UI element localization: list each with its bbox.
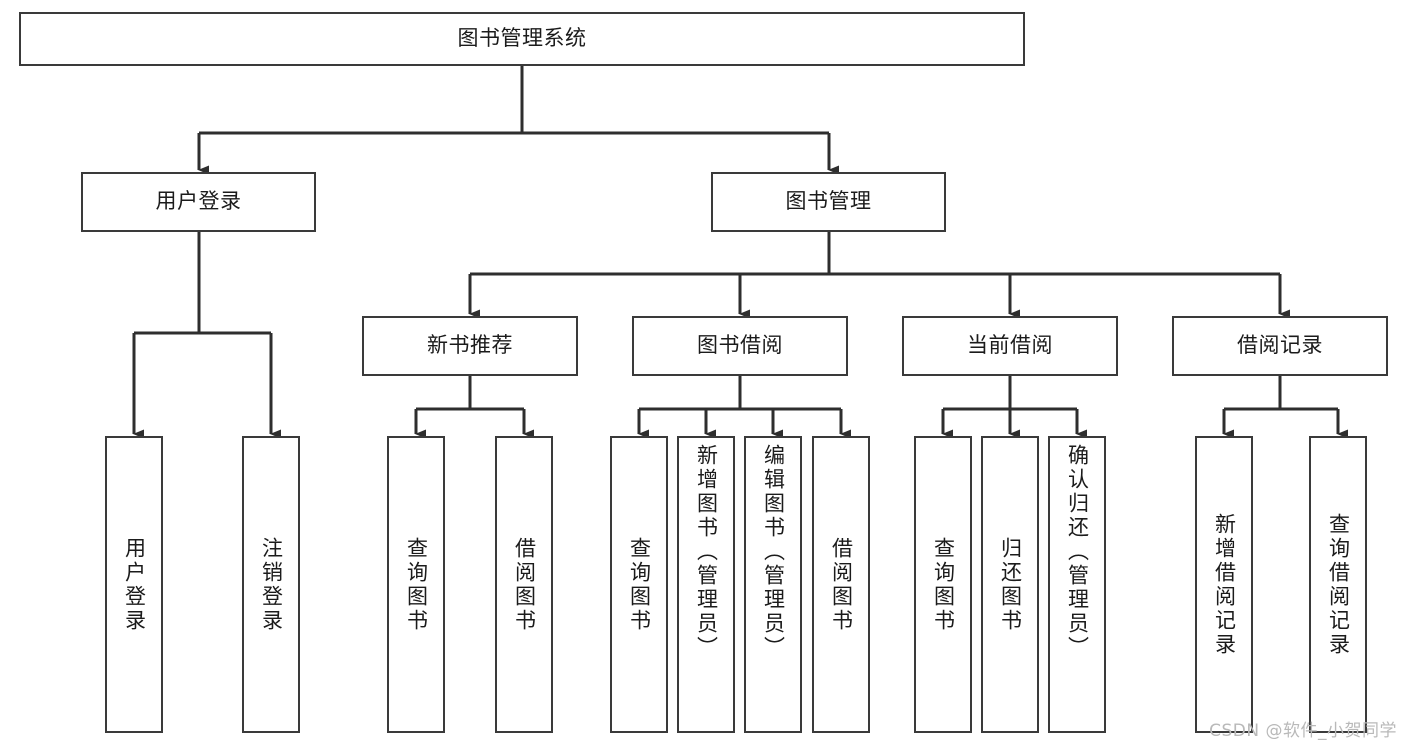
node-book-management[interactable]: 图书管理	[711, 172, 946, 232]
leaf-current-query-book[interactable]: 查询图书	[914, 436, 972, 733]
leaf-recommend-borrow-book[interactable]: 借阅图书	[495, 436, 553, 733]
node-borrow-record[interactable]: 借阅记录	[1172, 316, 1388, 376]
leaf-current-return-book-label: 归还图书	[998, 536, 1023, 633]
node-user-login[interactable]: 用户登录	[81, 172, 316, 232]
leaf-logout[interactable]: 注销登录	[242, 436, 300, 733]
node-new-book-recommend-label: 新书推荐	[427, 333, 513, 358]
leaf-borrow-query-book[interactable]: 查询图书	[610, 436, 668, 733]
node-book-borrow-label: 图书借阅	[697, 333, 783, 358]
leaf-borrow-borrow-book[interactable]: 借阅图书	[812, 436, 870, 733]
leaf-current-confirm-return-label: 确认归还（管理员）	[1065, 444, 1090, 660]
watermark: CSDN @软件_小贺同学	[1209, 721, 1397, 741]
leaf-borrow-query-book-label: 查询图书	[627, 536, 652, 633]
leaf-borrow-edit-book[interactable]: 编辑图书（管理员）	[744, 436, 802, 733]
leaf-user-login-label: 用户登录	[122, 536, 147, 633]
leaf-record-add[interactable]: 新增借阅记录	[1195, 436, 1253, 733]
leaf-record-query-label: 查询借阅记录	[1326, 512, 1351, 657]
leaf-recommend-borrow-book-label: 借阅图书	[512, 536, 537, 633]
leaf-record-add-label: 新增借阅记录	[1212, 512, 1237, 657]
node-book-borrow[interactable]: 图书借阅	[632, 316, 848, 376]
leaf-record-query[interactable]: 查询借阅记录	[1309, 436, 1367, 733]
leaf-current-confirm-return[interactable]: 确认归还（管理员）	[1048, 436, 1106, 733]
node-current-borrow-label: 当前借阅	[967, 333, 1053, 358]
node-root[interactable]: 图书管理系统	[19, 12, 1025, 66]
leaf-recommend-query-book-label: 查询图书	[404, 536, 429, 633]
leaf-logout-label: 注销登录	[259, 536, 284, 633]
node-root-label: 图书管理系统	[457, 26, 587, 51]
node-current-borrow[interactable]: 当前借阅	[902, 316, 1118, 376]
node-new-book-recommend[interactable]: 新书推荐	[362, 316, 578, 376]
node-book-management-label: 图书管理	[785, 189, 872, 214]
leaf-borrow-edit-book-label: 编辑图书（管理员）	[761, 444, 786, 660]
leaf-borrow-borrow-book-label: 借阅图书	[829, 536, 854, 633]
leaf-current-return-book[interactable]: 归还图书	[981, 436, 1039, 733]
leaf-borrow-add-book-label: 新增图书（管理员）	[694, 444, 719, 660]
leaf-recommend-query-book[interactable]: 查询图书	[387, 436, 445, 733]
node-borrow-record-label: 借阅记录	[1237, 333, 1323, 358]
leaf-borrow-add-book[interactable]: 新增图书（管理员）	[677, 436, 735, 733]
leaf-user-login[interactable]: 用户登录	[105, 436, 163, 733]
node-user-login-label: 用户登录	[155, 189, 242, 214]
leaf-current-query-book-label: 查询图书	[931, 536, 956, 633]
